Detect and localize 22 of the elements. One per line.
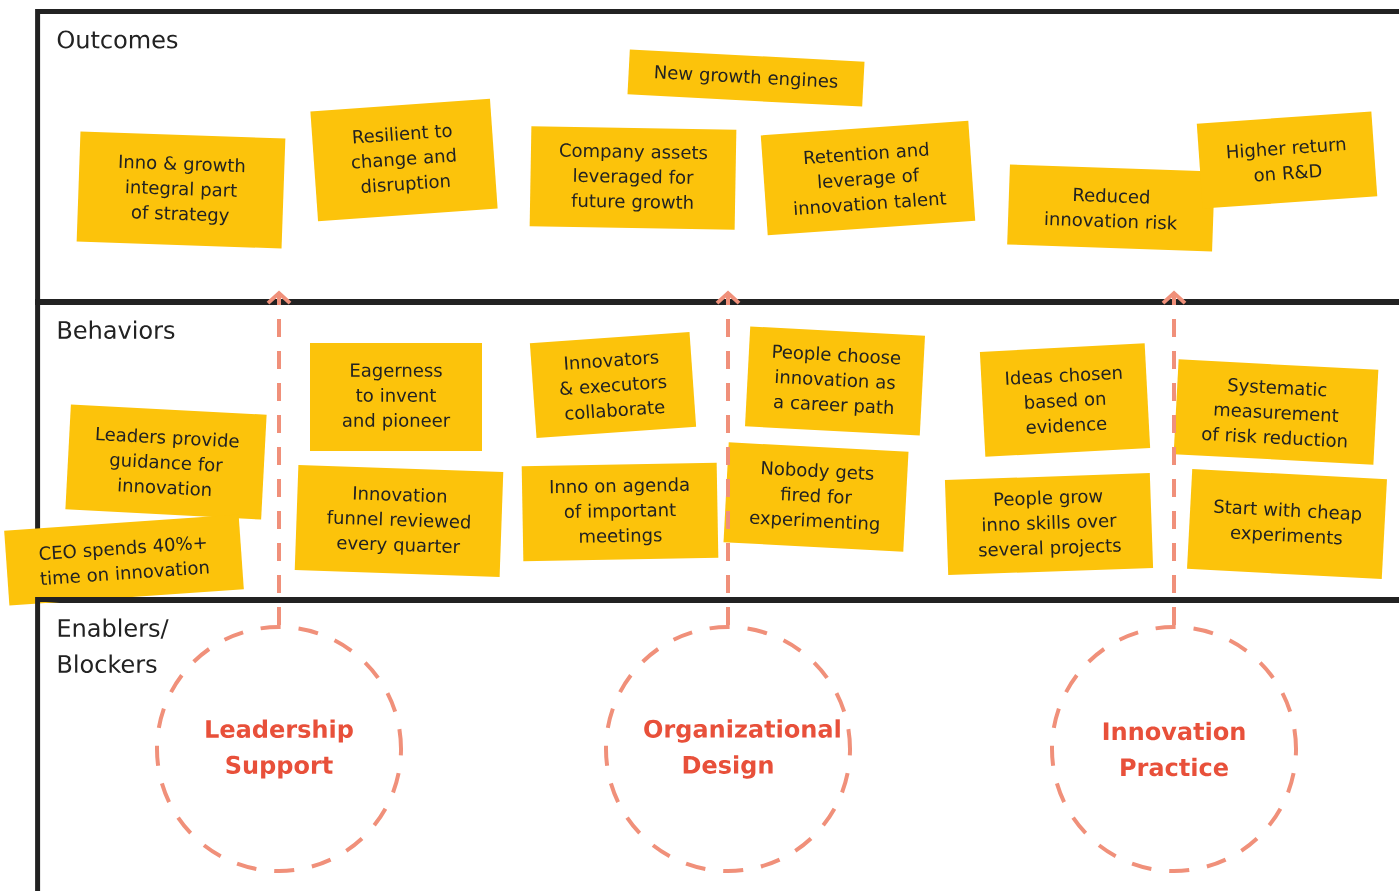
sticky-note: Reduced innovation risk: [1007, 164, 1215, 252]
sticky-note: Higher return on R&D: [1196, 111, 1378, 209]
sticky-note: Retention and leverage of innovation talent: [760, 120, 976, 236]
sticky-note: CEO spends 40%+ time on innovation: [4, 514, 244, 606]
sticky-note: Inno on agenda of important meetings: [521, 462, 719, 562]
sticky-note: Resilient to change and disruption: [310, 98, 498, 222]
sticky-note: Systematic measurement of risk reduction: [1173, 359, 1379, 465]
sticky-note: Company assets leveraged for future growth: [529, 126, 737, 230]
sticky-note: Inno & growth integral part of strategy: [76, 131, 286, 249]
dashed-arrow: [1161, 290, 1187, 625]
sticky-note: Start with cheap experiments: [1187, 468, 1387, 580]
sticky-note: People grow inno skills over several projects: [944, 472, 1154, 576]
sticky-note: Innovators & executors collaborate: [529, 332, 697, 438]
sticky-note: New growth engines: [627, 49, 865, 107]
sticky-note: Eagerness to invent and pioneer: [310, 343, 482, 451]
dashed-arrow: [266, 290, 292, 625]
sticky-note: Ideas chosen based on evidence: [979, 343, 1151, 457]
sticky-note: People choose innovation as a career path: [745, 326, 925, 436]
sticky-note: Leaders provide guidance for innovation: [65, 404, 267, 520]
sticky-note: Innovation funnel reviewed every quarter: [294, 464, 504, 578]
dashed-arrow: [715, 290, 741, 625]
sticky-note: Nobody gets fired for experimenting: [723, 442, 909, 552]
